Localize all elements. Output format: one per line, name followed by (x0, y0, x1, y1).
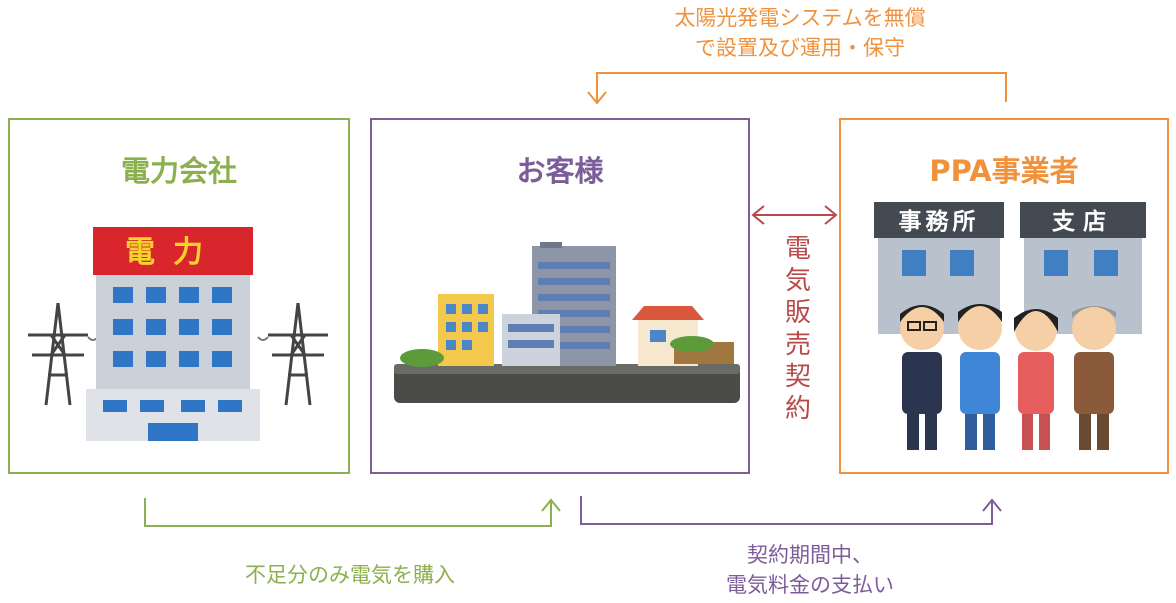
install-arrow-head (587, 91, 607, 105)
contract-arrow-head-left (751, 205, 765, 225)
purchase-arrow (144, 498, 552, 527)
power-company-title: 電力会社 (120, 154, 237, 188)
purchase-caption-text: 不足分のみ電気を購入 (245, 563, 455, 587)
contract-char: 気 (784, 266, 811, 296)
payment-arrow-head (982, 498, 1002, 512)
staff-people-icon (900, 304, 1116, 450)
payment-caption-line1: 契約期間中、 (747, 543, 873, 567)
power-sign-text: 電力 (125, 235, 221, 270)
ppa-operator-title: PPA事業者 (929, 154, 1079, 188)
payment-caption: 契約期間中、 電気料金の支払い (680, 540, 940, 600)
contract-char: 電 (784, 234, 811, 264)
power-company-illustration: 電力 (28, 227, 328, 441)
contract-char: 契 (784, 362, 811, 392)
purchase-caption: 不足分のみ電気を購入 (190, 560, 510, 590)
contract-char: 売 (784, 330, 811, 360)
contract-arrow-head-right (824, 205, 838, 225)
contract-char: 約 (784, 394, 811, 424)
payment-caption-line2: 電気料金の支払い (726, 573, 894, 597)
office-sign-text: 事務所 (899, 208, 980, 235)
payment-arrow (580, 496, 993, 525)
install-arrow (596, 72, 1007, 103)
install-caption-line2: で設置及び運用・保守 (695, 36, 905, 60)
right-pylon-icon (268, 302, 328, 406)
customer-title: お客様 (516, 154, 604, 188)
customer-town-illustration (394, 242, 740, 403)
install-caption-line1: 太陽光発電システムを無償 (674, 6, 926, 30)
purchase-arrow-head (541, 498, 561, 512)
contract-char: 販 (784, 298, 811, 328)
ppa-operator-illustration: 事務所 支店 (874, 202, 1146, 450)
install-caption: 太陽光発電システムを無償 で設置及び運用・保守 (600, 3, 1000, 63)
left-pylon-icon (28, 302, 88, 406)
branch-sign-text: 支店 (1051, 209, 1114, 235)
contract-label: 電 気 販 売 契 約 (778, 233, 818, 425)
